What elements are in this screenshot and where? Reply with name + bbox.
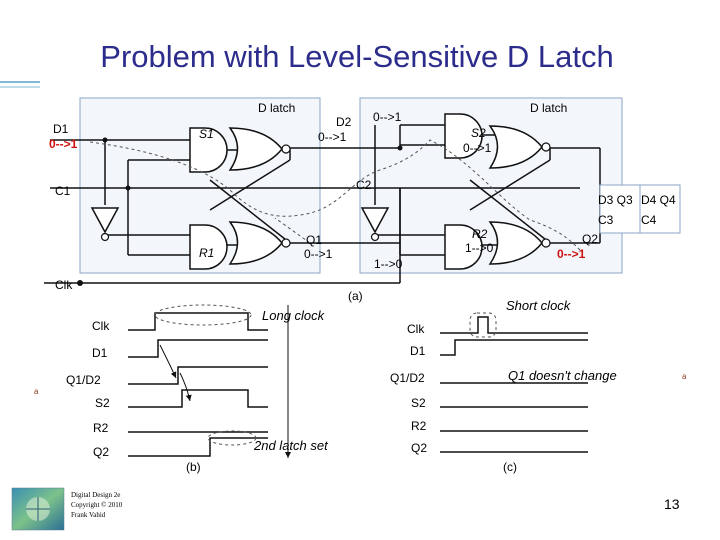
- bullet-glyph: a: [682, 372, 687, 381]
- label-s2-transition: 0-->1: [463, 141, 492, 155]
- caption-b: (b): [186, 460, 201, 474]
- second-latch-set-label: 2nd latch set: [253, 438, 329, 453]
- short-clock-highlight: [469, 312, 497, 338]
- footer-line3: Frank Vahid: [71, 511, 106, 519]
- and-gate-icon: [444, 224, 483, 270]
- timing-diagram-short: Clk D1 Q1/D2 S2 R2 Q2 Short clock Q1 doe…: [390, 298, 617, 474]
- arrow-icon: [159, 305, 291, 458]
- slide-title: Problem with Level-Sensitive D Latch: [100, 39, 613, 74]
- waveforms-short: [440, 316, 588, 453]
- label-q2: Q2: [582, 232, 598, 246]
- footer-line1: Digital Design 2e: [71, 491, 120, 499]
- signal-label: Q2: [411, 441, 427, 455]
- caption-c: (c): [503, 460, 517, 474]
- label-q2-transition: 0-->1: [557, 247, 586, 261]
- latch2-label: D latch: [530, 101, 567, 115]
- signal-label: R2: [411, 419, 427, 433]
- signal-path-dashed: [89, 139, 581, 251]
- and-gate-icon: [189, 127, 228, 173]
- nor-gate-icon: [228, 221, 291, 265]
- book-cover-icon: [11, 487, 65, 531]
- q1-pointer: [274, 217, 311, 244]
- and-gate-icon: [444, 113, 483, 159]
- table-header-1: D3 Q3: [598, 193, 633, 207]
- long-clock-label: Long clock: [262, 308, 326, 323]
- nor-gate-icon: [488, 221, 551, 265]
- not-gate-icon: [360, 207, 390, 242]
- label-r2: R2: [472, 227, 488, 241]
- label-clk: Clk: [55, 278, 73, 292]
- table-cell-1: C3: [598, 213, 614, 227]
- page-number: 13: [664, 496, 680, 512]
- circuit-diagram: D latch D latch: [44, 97, 681, 303]
- clk-node: [77, 280, 83, 286]
- d1-junction: [102, 137, 108, 143]
- short-clock-label: Short clock: [506, 298, 572, 313]
- label-d2: D2: [336, 115, 352, 129]
- output-table: D3 Q3 D4 Q4 C3 C4: [598, 184, 681, 234]
- timing-diagram-long: Clk D1 Q1/D2 S2 R2 Q2 Long clock 2nd lat…: [66, 304, 329, 474]
- bullet-glyph: a: [34, 387, 39, 396]
- waveforms-long: [128, 312, 268, 457]
- not-gate-icon: [90, 207, 120, 242]
- label-c1: C1: [55, 184, 71, 198]
- nor-gate-icon: [488, 125, 551, 169]
- label-s2: S2: [471, 126, 486, 140]
- label-r1: R1: [199, 246, 214, 260]
- caption-a: (a): [348, 289, 363, 303]
- q1-unchanged-label: Q1 doesn't change: [508, 368, 617, 383]
- label-q1-transition: 0-->1: [304, 247, 333, 261]
- long-clock-highlight: [154, 304, 252, 326]
- label-c2: C2: [356, 178, 372, 192]
- signal-label: S2: [411, 396, 426, 410]
- signal-label: Q2: [93, 445, 109, 459]
- signal-label: R2: [93, 421, 109, 435]
- set-highlight: [207, 430, 257, 446]
- corner-decoration: [0, 81, 40, 88]
- table-cell-2: C4: [641, 213, 657, 227]
- signal-label: D1: [92, 346, 108, 360]
- latch2-wires: [374, 124, 601, 256]
- label-r2-bottom-transition: 1-->0: [374, 257, 403, 271]
- label-q1: Q1: [306, 233, 322, 247]
- signal-label: Clk: [92, 319, 110, 333]
- latch1-label: D latch: [258, 101, 295, 115]
- footer-line2: Copyright © 2010: [71, 501, 123, 509]
- label-d1-transition: 0-->1: [49, 137, 78, 151]
- label-d2-top-transition: 0-->1: [373, 110, 402, 124]
- table-header-2: D4 Q4: [641, 193, 676, 207]
- nor-gate-icon: [228, 127, 291, 171]
- label-d2-transition: 0-->1: [318, 130, 347, 144]
- signal-label: Q1/D2: [66, 373, 101, 387]
- label-d1: D1: [53, 122, 69, 136]
- label-s1: S1: [199, 127, 214, 141]
- c1-junction: [125, 185, 131, 191]
- and-gate-icon: [189, 224, 228, 270]
- signal-label: Q1/D2: [390, 371, 425, 385]
- signal-label: D1: [410, 344, 426, 358]
- label-r2-transition: 1-->0: [465, 241, 494, 255]
- d2-junction: [397, 145, 403, 151]
- signal-label: Clk: [407, 322, 425, 336]
- signal-label: S2: [95, 396, 110, 410]
